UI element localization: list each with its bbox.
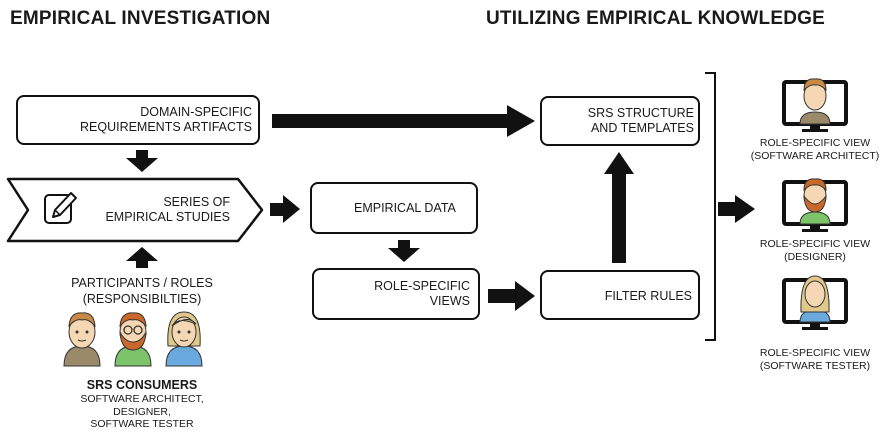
person-designer-icon <box>114 312 152 367</box>
output-tester-line1: ROLE-SPECIFIC VIEW <box>759 347 871 359</box>
node-role-views-label: ROLE-SPECIFIC VIEWS <box>360 279 470 309</box>
node-empirical-studies-label: SERIES OF EMPIRICAL STUDIES <box>80 195 230 225</box>
node-role-views-line1: ROLE-SPECIFIC <box>374 279 470 293</box>
srs-consumers-title: SRS CONSUMERS <box>86 378 198 392</box>
consumer-designer: DESIGNER, <box>113 405 171 418</box>
monitor-person-icon <box>782 78 848 132</box>
monitor-person-icon <box>782 275 848 330</box>
node-srs-structure <box>540 96 700 146</box>
heading-empirical-investigation: EMPIRICAL INVESTIGATION <box>10 8 271 29</box>
arrow-artifacts-to-studies <box>126 150 158 172</box>
consumer-tester: SOFTWARE TESTER <box>90 418 194 430</box>
srs-consumers-list: SOFTWARE ARCHITECT, DESIGNER, SOFTWARE T… <box>40 393 244 431</box>
arrow-participants-to-studies <box>126 247 158 268</box>
node-role-views <box>312 268 480 320</box>
output-designer-line1: ROLE-SPECIFIC VIEW <box>759 238 871 250</box>
output-architect-line1: ROLE-SPECIFIC VIEW <box>759 137 871 149</box>
arrow-filter-to-srs <box>604 152 634 263</box>
output-caption-designer: ROLE-SPECIFIC VIEW (DESIGNER) <box>735 238 893 264</box>
node-empirical-data <box>310 182 478 234</box>
node-empirical-studies-line1: SERIES OF <box>163 195 230 209</box>
arrow-data-to-views <box>388 240 420 262</box>
person-architect-icon <box>63 312 101 367</box>
consumer-architect: SOFTWARE ARCHITECT, <box>80 393 204 405</box>
flow-arrows <box>126 105 755 311</box>
arrow-artifacts-to-srs <box>272 105 535 137</box>
node-srs-structure-line2: AND TEMPLATES <box>590 121 694 135</box>
heading-utilizing-knowledge: UTILIZING EMPIRICAL KNOWLEDGE <box>486 8 825 29</box>
participants-line2: (RESPONSIBILTIES) <box>82 292 202 306</box>
node-srs-structure-line1: SRS STRUCTURE <box>587 106 694 120</box>
node-domain-artifacts-line1: DOMAIN-SPECIFIC <box>140 105 252 119</box>
node-empirical-data-label: EMPIRICAL DATA <box>354 201 456 215</box>
output-caption-tester: ROLE-SPECIFIC VIEW (SOFTWARE TESTER) <box>735 347 893 373</box>
node-role-views-line2: VIEWS <box>429 294 470 308</box>
node-domain-artifacts <box>16 95 260 145</box>
participants-people <box>63 311 203 367</box>
node-srs-structure-label: SRS STRUCTURE AND TEMPLATES <box>586 106 694 136</box>
output-architect-line2: (SOFTWARE ARCHITECT) <box>750 150 880 162</box>
arrow-brace-to-outputs <box>718 195 755 223</box>
monitor-person-icon <box>782 178 848 232</box>
output-brace <box>705 72 716 341</box>
node-domain-artifacts-line2: REQUIREMENTS ARTIFACTS <box>79 120 252 134</box>
node-filter-rules <box>540 270 700 320</box>
arrow-views-to-filter <box>488 281 535 311</box>
output-tester-line2: (SOFTWARE TESTER) <box>759 360 871 372</box>
output-caption-architect: ROLE-SPECIFIC VIEW (SOFTWARE ARCHITECT) <box>735 137 893 163</box>
node-filter-rules-label: FILTER RULES <box>604 289 692 303</box>
participants-line1: PARTICIPANTS / ROLES <box>71 276 213 290</box>
pencil-edit-icon <box>44 192 77 224</box>
arrow-studies-to-data <box>270 195 300 223</box>
node-empirical-studies-line2: EMPIRICAL STUDIES <box>105 210 230 224</box>
output-designer-line2: (DESIGNER) <box>784 251 846 263</box>
participants-caption: PARTICIPANTS / ROLES (RESPONSIBILTIES) <box>20 275 264 307</box>
node-domain-artifacts-label: DOMAIN-SPECIFIC REQUIREMENTS ARTIFACTS <box>60 105 252 135</box>
person-tester-icon <box>165 311 203 367</box>
